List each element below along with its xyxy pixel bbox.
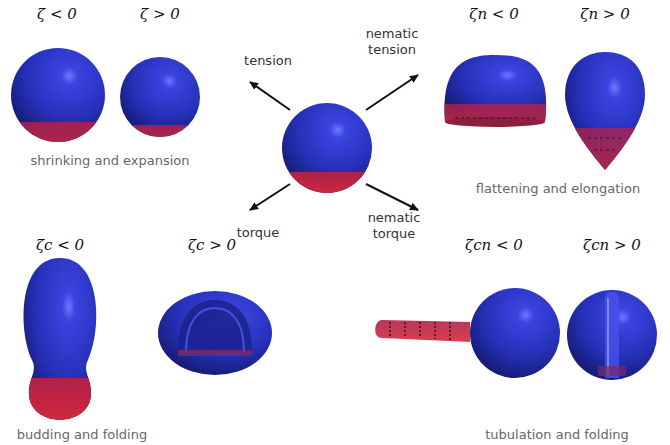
arrow-label: nematic tension	[357, 26, 427, 57]
caption-label: budding and folding	[17, 427, 147, 442]
arrow-label: tension	[244, 53, 292, 68]
parameter-label: ζc < 0	[36, 236, 84, 254]
caption-label: tubulation and folding	[485, 427, 629, 442]
caption-label: shrinking and expansion	[30, 153, 189, 168]
parameter-label: ζcn > 0	[583, 236, 641, 254]
parameter-label: ζ > 0	[140, 5, 180, 23]
parameter-label: ζcn < 0	[465, 236, 523, 254]
caption-label: flattening and elongation	[476, 181, 640, 196]
parameter-label: ζc > 0	[188, 236, 236, 254]
parameter-label: ζn > 0	[580, 5, 629, 23]
arrow-label: torque	[237, 225, 280, 240]
parameter-label: ζn < 0	[469, 5, 518, 23]
parameter-label: ζ < 0	[37, 5, 77, 23]
arrow-label: nematic torque	[359, 210, 429, 241]
